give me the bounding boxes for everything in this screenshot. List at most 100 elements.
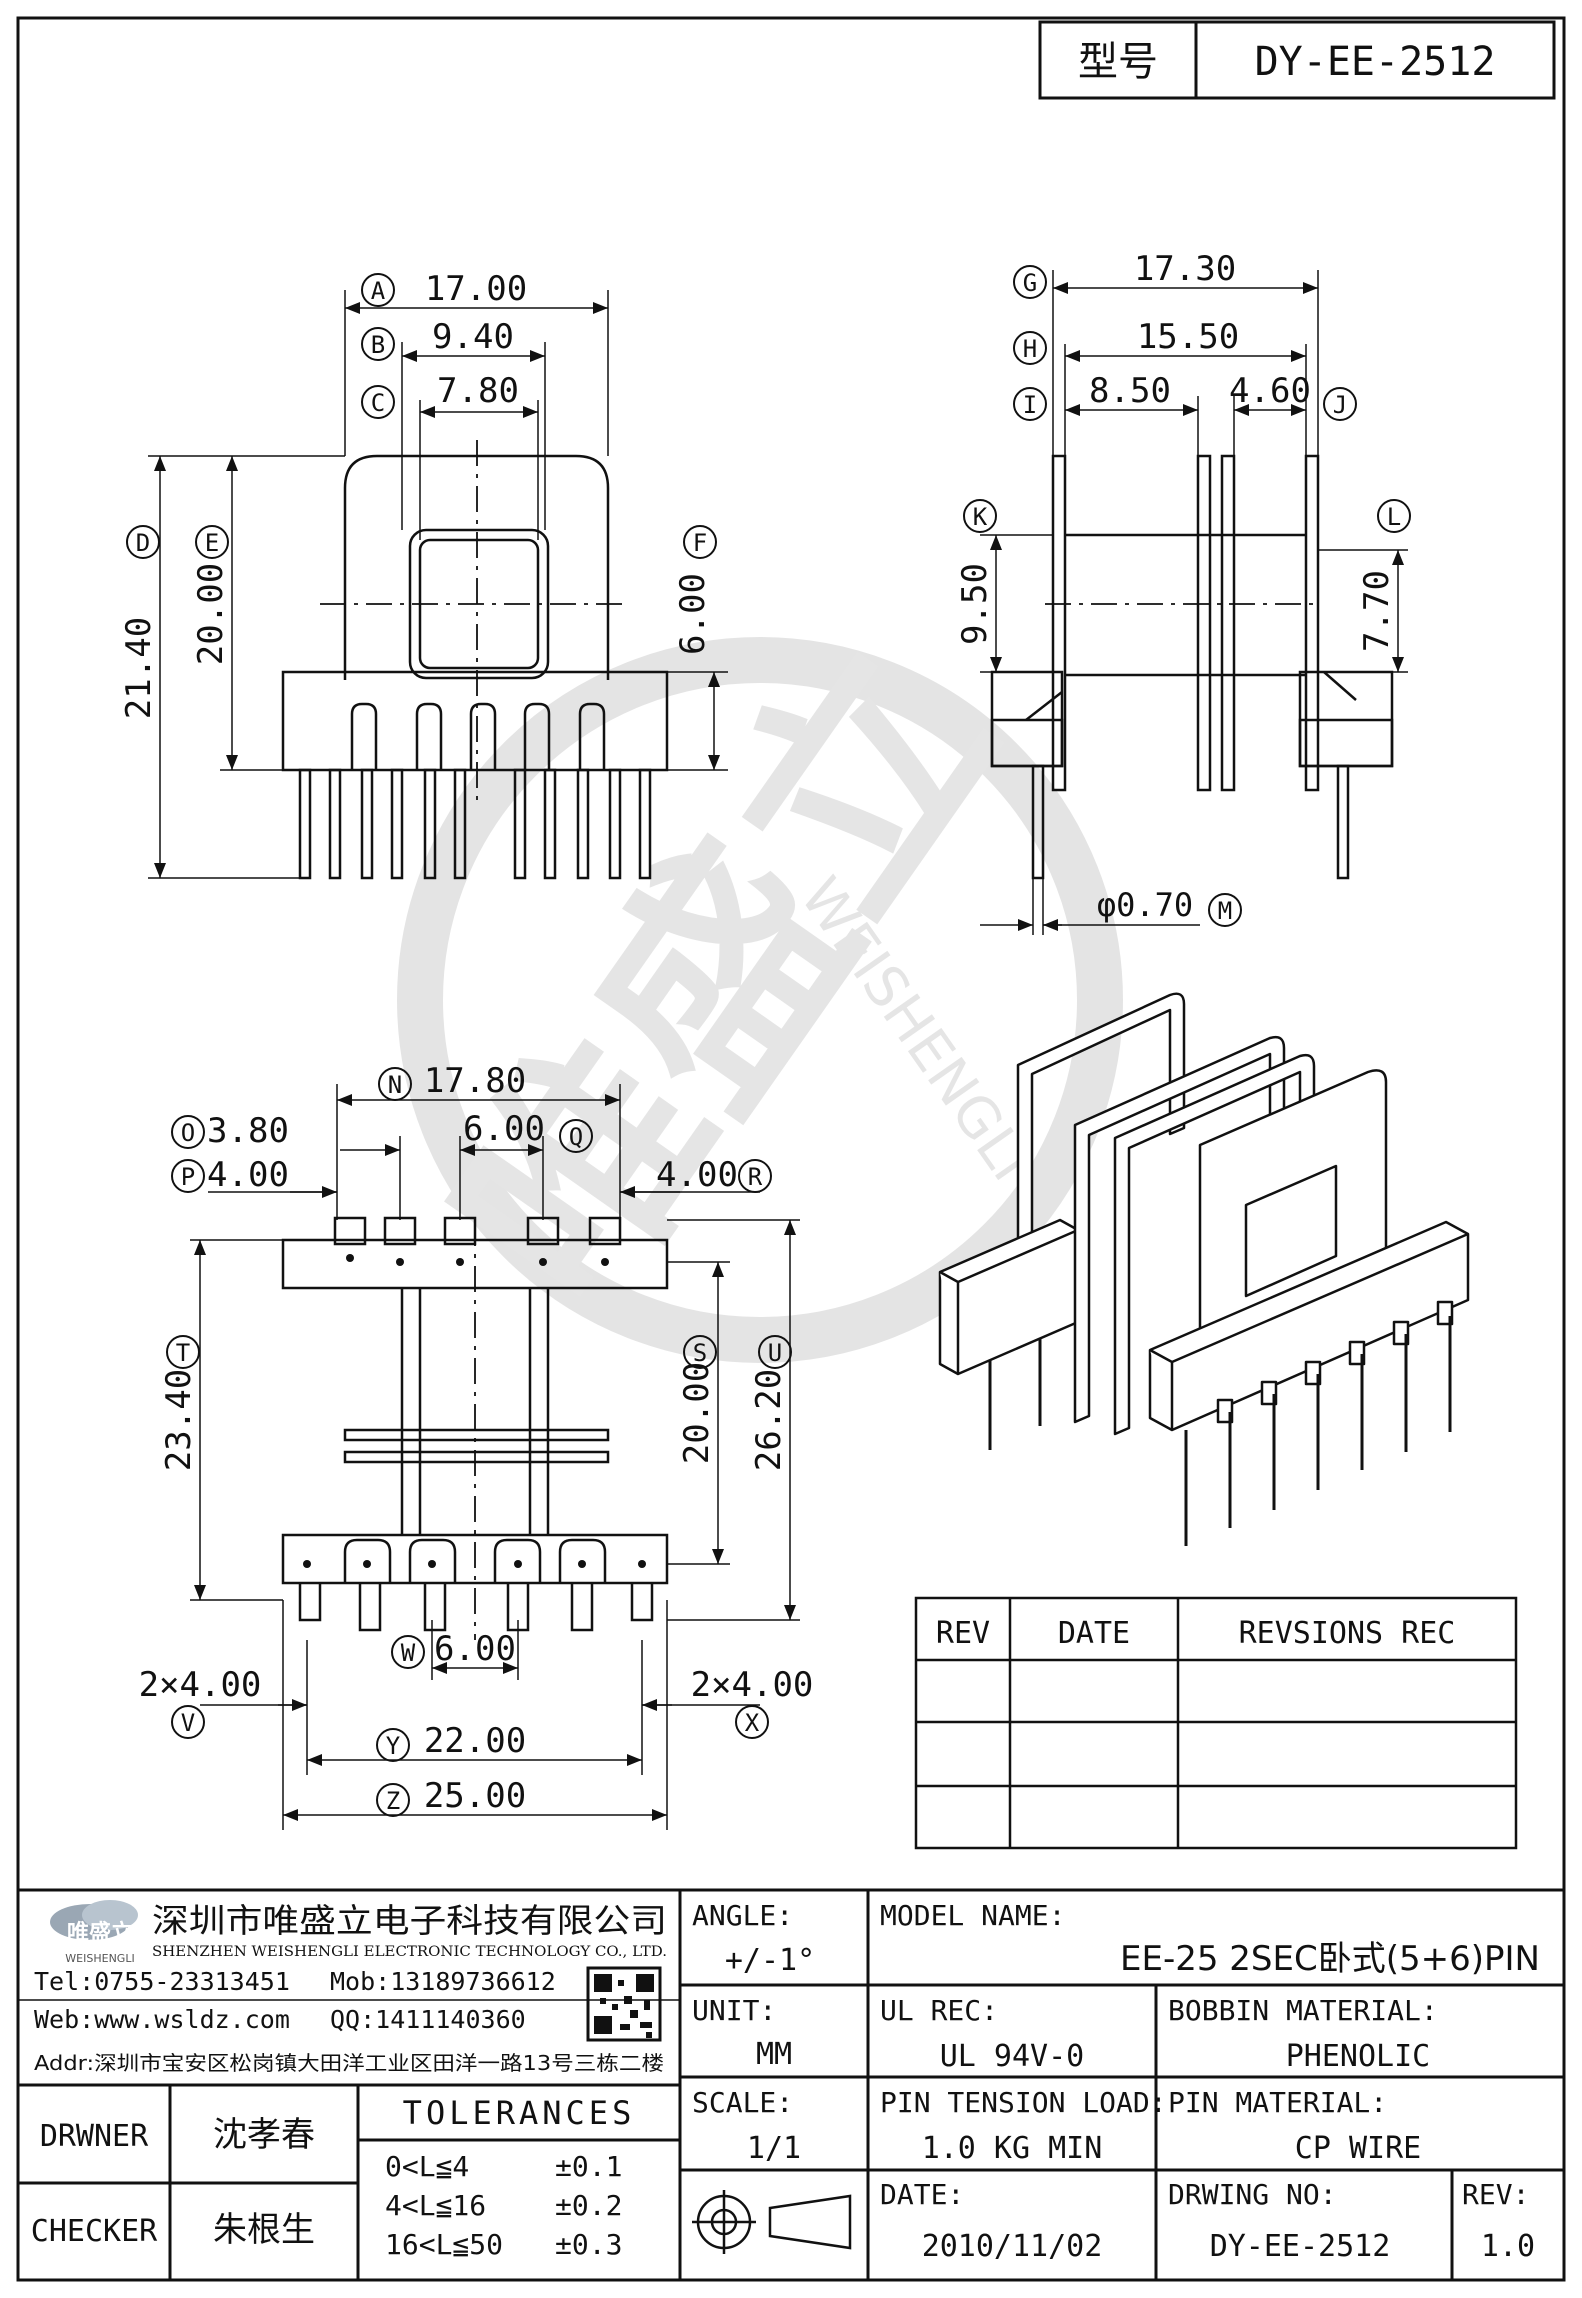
iso-mid-flange-2: [1113, 1053, 1316, 1436]
rev-header-rec: REVSIONS REC: [1239, 1616, 1456, 1651]
rev-header-date: DATE: [1058, 1616, 1130, 1651]
side-flange-mid2: [1220, 454, 1236, 792]
dim-O-value: 3.80: [207, 1111, 289, 1151]
marker-H: H: [1023, 335, 1037, 363]
tension-value: 1.0 KG MIN: [922, 2131, 1103, 2166]
marker-Z: Z: [386, 1787, 400, 1815]
dim-T-value: 23.40: [159, 1369, 199, 1471]
dim-G-value: 17.30: [1134, 249, 1236, 289]
unit-value: MM: [756, 2037, 792, 2072]
angle-value: +/-1°: [725, 1943, 815, 1978]
front-window: [408, 528, 550, 680]
rev-label: REV:: [1462, 2178, 1529, 2211]
dim-N-value: 17.80: [424, 1061, 526, 1101]
date-label: DATE:: [880, 2178, 964, 2211]
bottom-view: [281, 1216, 669, 1640]
side-marker-letters: G H I J K L M: [973, 269, 1401, 925]
dim-A-value: 17.00: [425, 269, 527, 309]
tol-value-1: ±0.1: [555, 2150, 622, 2183]
marker-T: T: [176, 1339, 190, 1367]
marker-C: C: [371, 389, 385, 417]
dim-W-value: 6.00: [434, 1629, 516, 1669]
dim-M-value: φ0.70: [1097, 886, 1193, 924]
side-view: [980, 270, 1408, 935]
dim-R-value: 4.00: [656, 1155, 738, 1195]
front-markers: [126, 273, 717, 559]
qr-code-icon: [586, 1966, 662, 2042]
bobbin-value: PHENOLIC: [1286, 2039, 1431, 2074]
scale-value: 1/1: [747, 2131, 801, 2166]
company-name-en: SHENZHEN WEISHENGLI ELECTRONIC TECHNOLOG…: [152, 1944, 667, 1960]
marker-R: R: [748, 1163, 763, 1191]
sheet-border: [16, 16, 1566, 2282]
company-web: Web:www.wsldz.com: [34, 2005, 290, 2034]
company-qq: QQ:1411140360: [330, 2005, 526, 2034]
angle-label: ANGLE:: [692, 1899, 793, 1932]
dim-Y-value: 22.00: [424, 1721, 526, 1761]
tol-range-3: 16<L≦50: [385, 2228, 503, 2261]
side-flange-right: [1304, 454, 1320, 792]
company-logo-sub: WEISHENGLI: [65, 1952, 134, 1965]
header-model-value: DY-EE-2512: [1255, 39, 1496, 85]
revision-table: [914, 1596, 1518, 1850]
dim-D-value: 21.40: [119, 617, 159, 719]
side-flange-left: [1051, 454, 1067, 792]
marker-Q: Q: [569, 1123, 583, 1151]
tol-value-2: ±0.2: [555, 2189, 622, 2222]
dim-L-value: 7.70: [1357, 570, 1397, 652]
marker-L: L: [1387, 503, 1401, 531]
marker-S: S: [693, 1339, 707, 1367]
company-addr: Addr:深圳市宝安区松岗镇大田洋工业区田洋一路13号三栋二楼: [34, 2051, 664, 2075]
bottom-pin-dots: [303, 1254, 646, 1568]
marker-B: B: [371, 331, 385, 359]
revision-headers: REV DATE REVSIONS REC: [936, 1616, 1455, 1651]
marker-P: P: [181, 1163, 195, 1191]
marker-A: A: [371, 277, 386, 305]
pin-material-value: CP WIRE: [1295, 2131, 1421, 2166]
marker-D: D: [136, 529, 150, 557]
dim-U-value: 26.20: [749, 1369, 789, 1471]
dim-S-value: 20.00: [677, 1362, 717, 1464]
checker-label: CHECKER: [31, 2214, 158, 2249]
header-model-box: 型号 DY-EE-2512: [1038, 20, 1556, 100]
front-pins: [298, 768, 652, 880]
tol-value-3: ±0.3: [555, 2228, 622, 2261]
marker-J: J: [1333, 391, 1347, 419]
model-name-label: MODEL NAME:: [880, 1899, 1065, 1932]
rev-value: 1.0: [1481, 2229, 1535, 2264]
drawner-value: 沈孝春: [213, 2115, 315, 2155]
bottom-dim-labels: 17.80 3.80 4.00 6.00 4.00 20.00 23.40 26…: [139, 1061, 814, 1816]
model-name-value: EE-25 2SEC卧式(5+6)PIN: [1120, 1939, 1540, 1979]
dim-X-value: 2×4.00: [691, 1665, 814, 1705]
side-dim-labels: 17.30 15.50 8.50 4.60 9.50 7.70 φ0.70: [955, 249, 1397, 924]
marker-G: G: [1023, 269, 1037, 297]
unit-label: UNIT:: [692, 1994, 776, 2027]
marker-U: U: [768, 1339, 782, 1367]
dim-C-value: 7.80: [437, 371, 519, 411]
bottom-dim-lines: [190, 1084, 800, 1830]
marker-X: X: [745, 1709, 760, 1737]
side-flange-mid1: [1196, 454, 1212, 792]
dim-J-value: 4.60: [1229, 371, 1311, 411]
drawner-label: DRWNER: [40, 2119, 149, 2154]
front-marker-letters: A B C D E F: [136, 277, 707, 557]
front-base: [281, 670, 669, 772]
isometric-view: [938, 992, 1470, 1546]
watermark-brand: 唯盛立: [404, 600, 1046, 1350]
dim-H-value: 15.50: [1137, 317, 1239, 357]
ul-label: UL REC:: [880, 1994, 998, 2027]
scale-label: SCALE:: [692, 2086, 793, 2119]
marker-F: F: [693, 529, 707, 557]
iso-rear-flange: [1016, 992, 1186, 1308]
tension-label: PIN TENSION LOAD:: [880, 2086, 1167, 2119]
ul-value: UL 94V-0: [940, 2039, 1085, 2074]
pin-material-label: PIN MATERIAL:: [1168, 2086, 1387, 2119]
marker-I: I: [1023, 391, 1037, 419]
date-value: 2010/11/02: [922, 2229, 1103, 2264]
side-pin-left: [1031, 764, 1045, 880]
dim-Q-value: 6.00: [463, 1109, 545, 1149]
bottom-markers: [166, 1067, 792, 1817]
checker-value: 朱根生: [213, 2210, 315, 2250]
dim-E-value: 20.00: [191, 563, 231, 665]
